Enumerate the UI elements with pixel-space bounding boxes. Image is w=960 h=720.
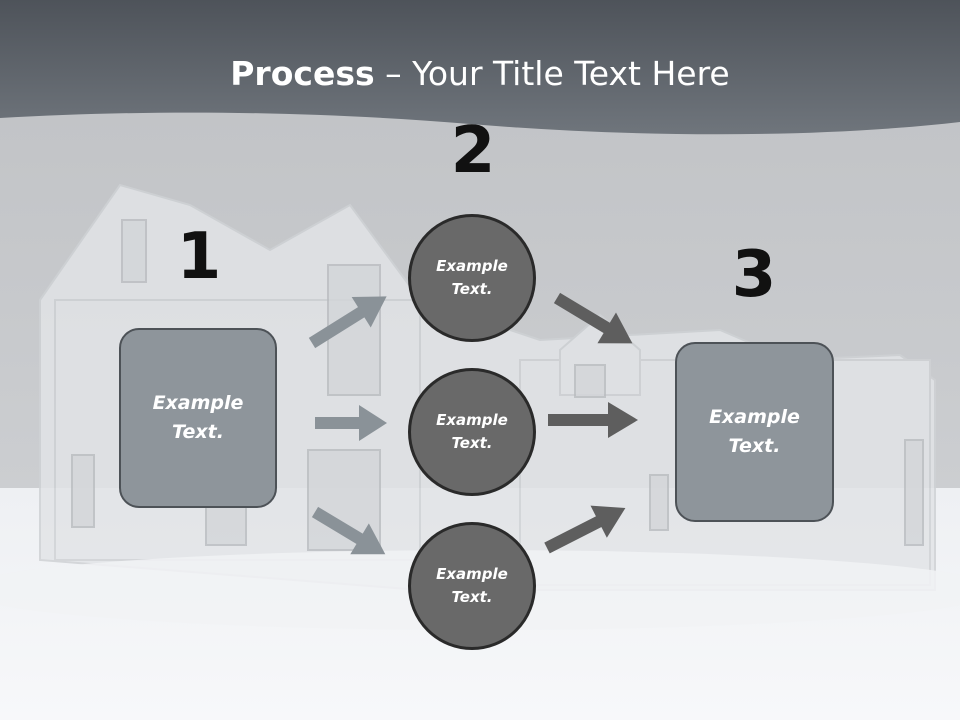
arrow-step1-to-middle bbox=[315, 405, 387, 441]
arrow-step1-to-top bbox=[308, 296, 387, 349]
step2-circle-top: Example Text. bbox=[408, 214, 536, 342]
circle-text-line2: Text. bbox=[451, 280, 493, 298]
header-band bbox=[0, 0, 960, 135]
arrow-top-to-step3 bbox=[553, 292, 633, 344]
circle-text-line2: Text. bbox=[451, 588, 493, 606]
step-number-1: 1 bbox=[176, 220, 222, 294]
step1-text-line2: Text. bbox=[172, 421, 224, 443]
arrow-step1-to-bottom bbox=[311, 506, 386, 555]
title-bold: Process bbox=[230, 54, 375, 93]
step1-text-line1: Example bbox=[152, 392, 244, 414]
step-number-3: 3 bbox=[731, 238, 777, 312]
step3-box: Example Text. bbox=[675, 342, 834, 522]
step3-text-line2: Text. bbox=[728, 435, 781, 457]
circle-text-line1: Example bbox=[436, 411, 508, 429]
step2-circle-bottom: Example Text. bbox=[408, 522, 536, 650]
arrow-bottom-to-step3 bbox=[544, 505, 626, 554]
title-rest: – Your Title Text Here bbox=[374, 54, 730, 93]
step3-text-line1: Example bbox=[709, 406, 800, 428]
step2-circle-middle: Example Text. bbox=[408, 368, 536, 496]
slide-title: Process – Your Title Text Here bbox=[0, 52, 960, 96]
step1-box: Example Text. bbox=[119, 328, 277, 508]
circle-text-line1: Example bbox=[436, 257, 508, 275]
step-number-2: 2 bbox=[450, 114, 496, 188]
arrow-middle-to-step3 bbox=[548, 402, 638, 438]
circle-text-line2: Text. bbox=[451, 434, 493, 452]
circle-text-line1: Example bbox=[436, 565, 508, 583]
